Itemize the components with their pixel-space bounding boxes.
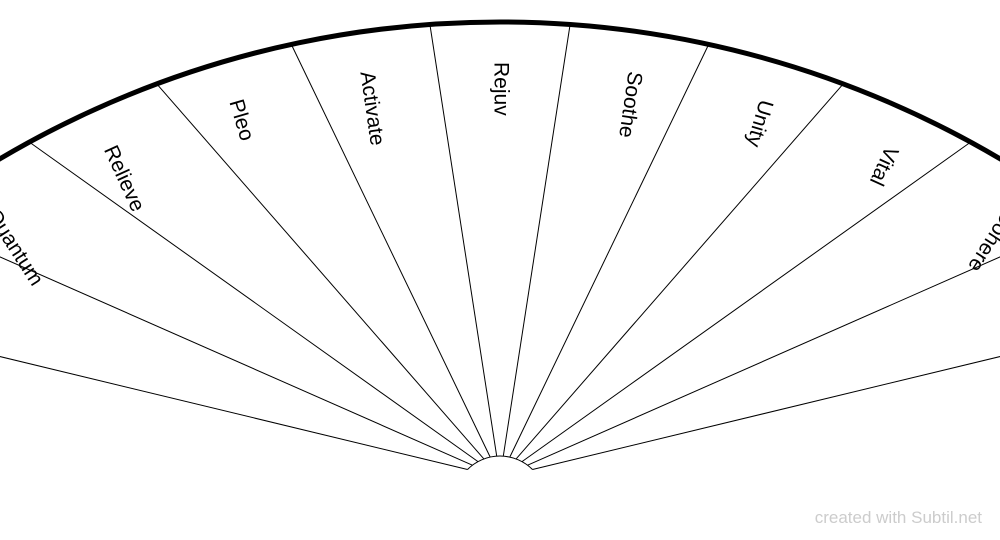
divider-line [429, 24, 498, 457]
divider-line [509, 44, 710, 458]
segment-label: Pleo [224, 97, 258, 144]
divider-line [527, 256, 1000, 466]
divider-line [515, 83, 844, 460]
outer-arc [0, 19, 1000, 162]
segment-label: Vital [865, 143, 903, 189]
divider-line [532, 356, 1000, 470]
divider-line [0, 356, 468, 470]
segment-label: Quantum [0, 205, 48, 290]
divider-line [29, 141, 479, 463]
segment-label: Relieve [99, 142, 149, 215]
divider-line [502, 24, 571, 457]
fan-divider-lines [0, 24, 1000, 470]
segment-label: Rejuv [489, 62, 512, 116]
divider-line [521, 141, 971, 463]
divider-line [0, 256, 473, 466]
segment-label: Soothe [614, 70, 646, 139]
divider-line [156, 83, 485, 460]
segment-label: Cohere [963, 206, 1000, 276]
segment-label: Activate [355, 70, 388, 147]
inner-arc [467, 455, 533, 470]
watermark: created with Subtil.net [814, 508, 982, 527]
segment-label: Unity [742, 97, 778, 150]
divider-line [290, 44, 491, 458]
segment-labels: UnwindQuantumRelievePleoActivateRejuvSoo… [0, 62, 1000, 290]
